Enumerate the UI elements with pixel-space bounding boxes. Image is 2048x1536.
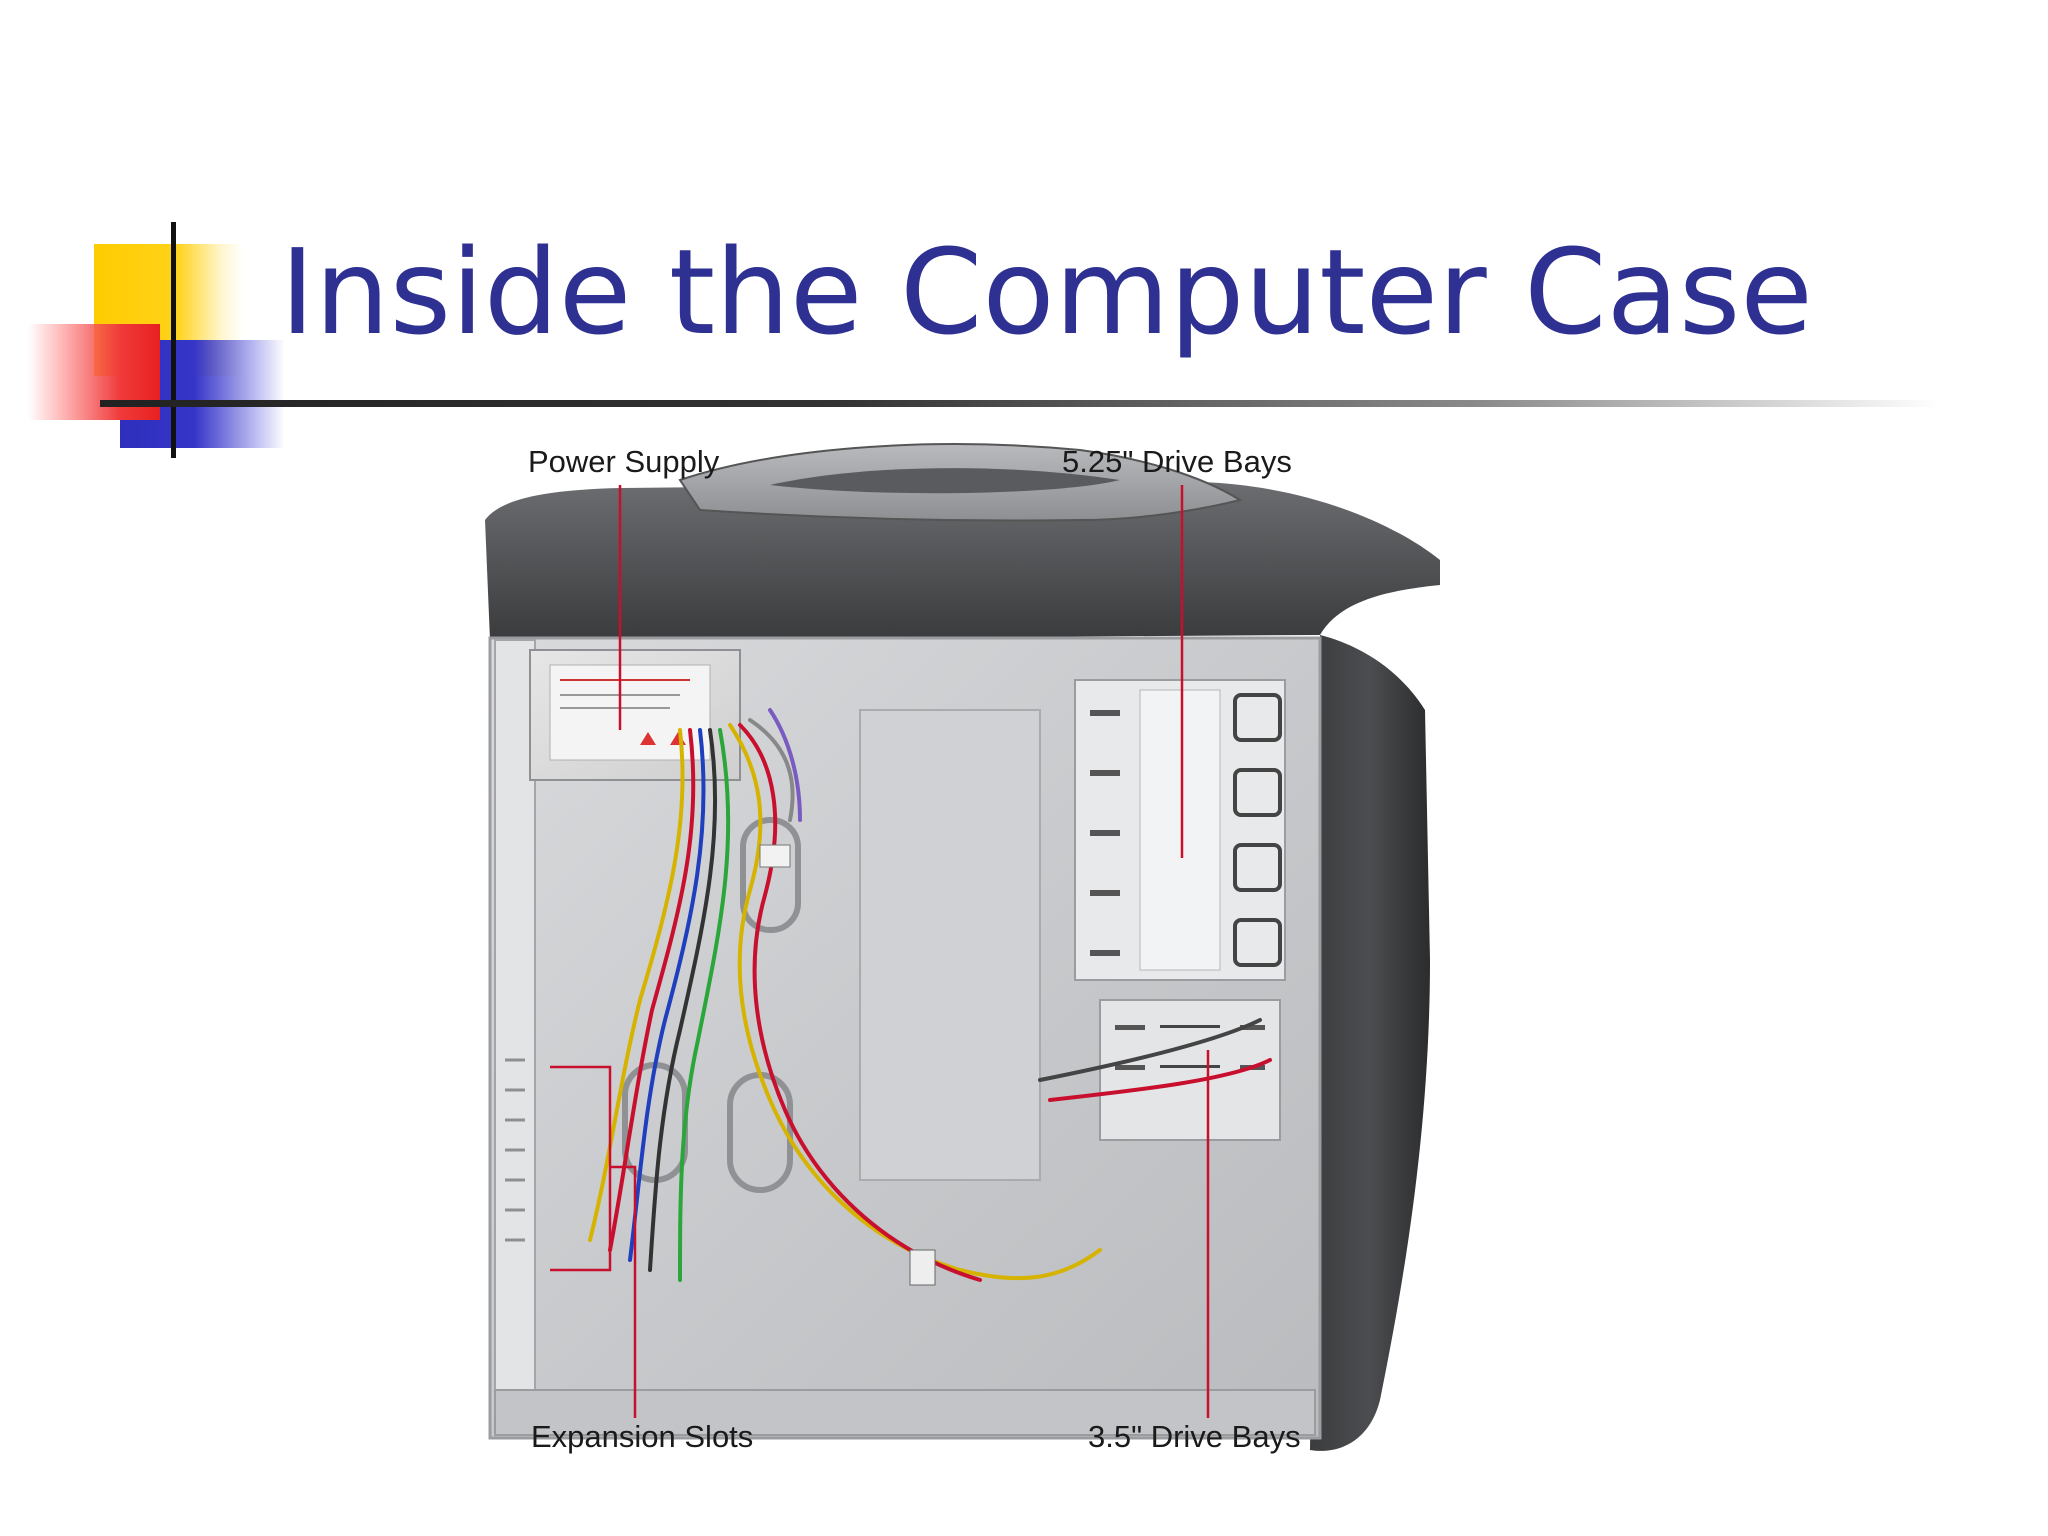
callout-power-supply: Power Supply <box>528 444 720 479</box>
callout-35-drive-bays: 3.5" Drive Bays <box>1088 1419 1301 1454</box>
slide-title: Inside the Computer Case <box>280 223 1813 361</box>
title-ornament-vertical-line <box>171 222 176 458</box>
title-underline <box>100 400 1940 407</box>
callout-expansion-slots: Expansion Slots <box>531 1419 754 1454</box>
computer-case-image <box>440 440 1540 1500</box>
callout-525-drive-bays: 5.25" Drive Bays <box>1062 444 1292 479</box>
